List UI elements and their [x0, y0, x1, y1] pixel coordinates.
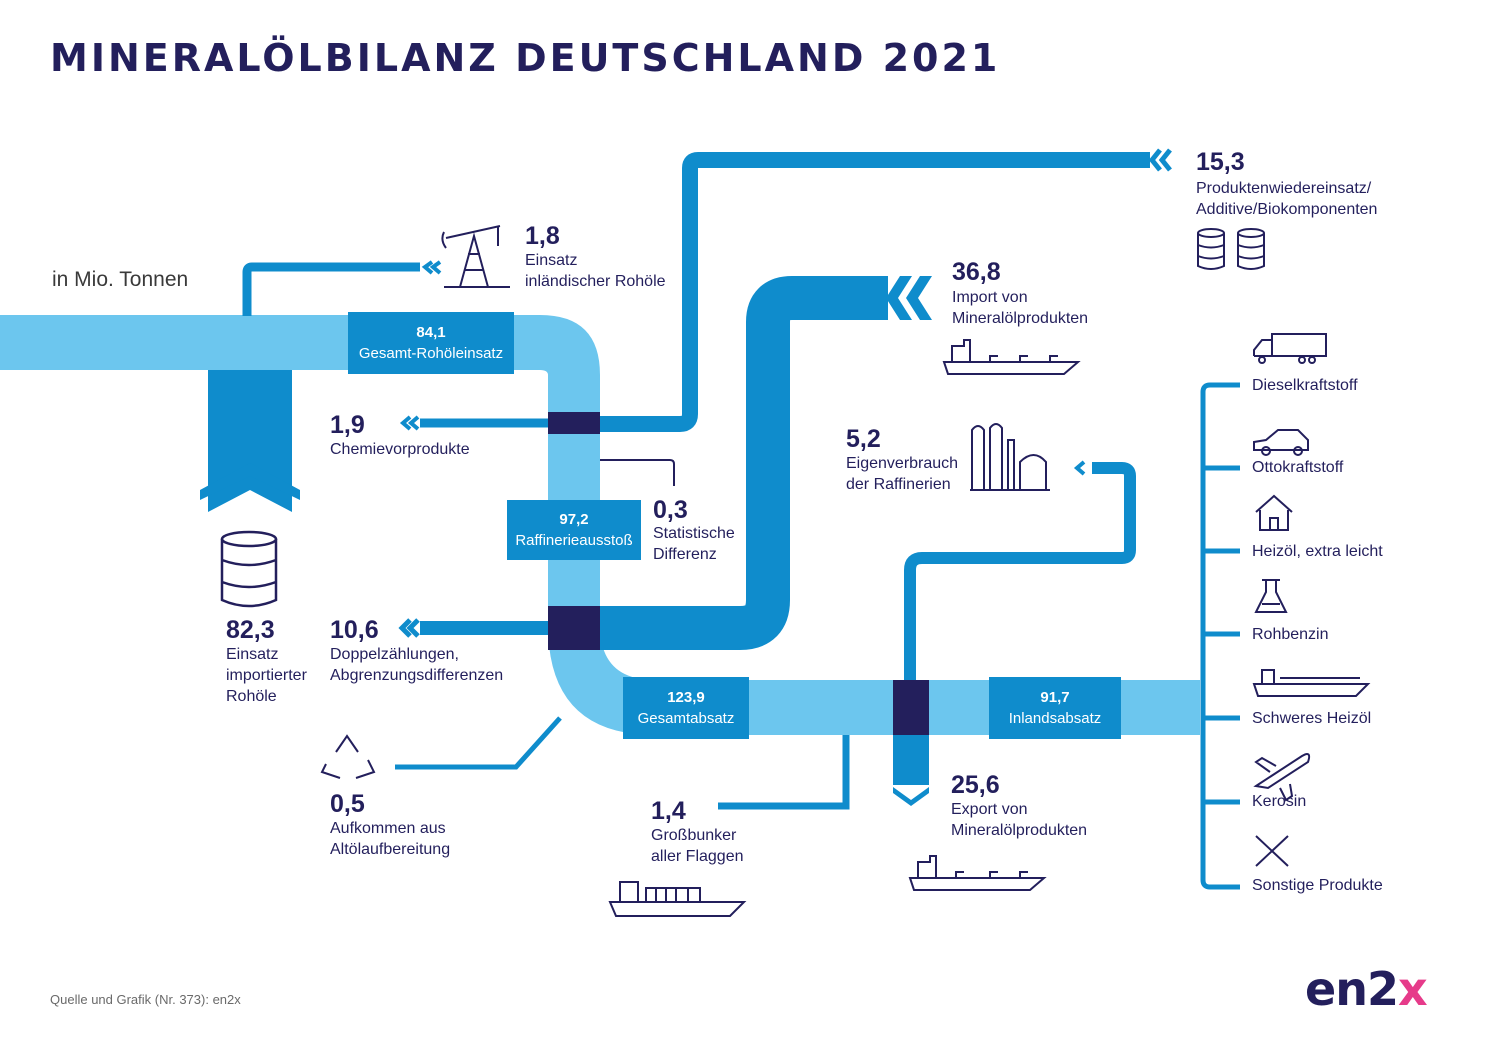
en2x-logo: en2x — [1305, 962, 1428, 1016]
export-arrow — [893, 787, 929, 806]
used-oil-pipe — [395, 716, 562, 770]
used-oil-label: Aufkommen aus Altölaufbereitung — [330, 820, 451, 858]
product-reuse-pipe — [600, 152, 1150, 432]
node-label: Inlandsabsatz — [1008, 710, 1102, 727]
node-raffinerie: 97,2 Raffinerieausstoß — [507, 500, 641, 560]
double-count-arrow — [398, 618, 420, 638]
logo-text: en2 — [1305, 962, 1399, 1016]
tanker-icon — [942, 339, 1081, 375]
source-note: Quelle und Grafik (Nr. 373): en2x — [50, 992, 241, 1007]
node-inlandsabsatz: 91,7 Inlandsabsatz — [989, 677, 1121, 739]
airplane-icon — [1253, 753, 1311, 802]
import-products-arrow — [886, 276, 932, 320]
import-crude-value: 82,3 — [226, 616, 275, 644]
node-label: Raffinerieausstoß — [515, 532, 633, 549]
container-ship-icon — [608, 881, 747, 917]
house-icon — [1255, 494, 1293, 531]
product-item: Rohbenzin — [1252, 626, 1329, 643]
cross-icon — [1255, 835, 1289, 867]
product-item: Schweres Heizöl — [1252, 710, 1372, 727]
node-value: 91,7 — [1040, 689, 1070, 706]
inland-crude-label: Einsatz inländischer Rohöle — [525, 252, 666, 290]
import-products-value: 36,8 — [952, 258, 1001, 286]
product-reuse-value: 15,3 — [1196, 148, 1245, 176]
import-crude-label: Einsatz importierter Rohöle — [226, 646, 307, 705]
stat-diff-value: 0,3 — [653, 496, 688, 524]
bunker-value: 1,4 — [651, 797, 686, 825]
barrels-icon — [1197, 228, 1265, 270]
inland-crude-value: 1,8 — [525, 222, 560, 250]
product-item: Ottokraftstoff — [1252, 459, 1344, 476]
import-crude-flow — [208, 370, 292, 512]
junction-1 — [548, 412, 600, 434]
node-value: 84,1 — [416, 324, 446, 341]
flask-icon — [1254, 579, 1288, 613]
product-tanker-icon — [1252, 669, 1371, 697]
double-count-label: Doppelzählungen, Abgrenzungsdifferenzen — [330, 646, 504, 684]
logo-accent: x — [1397, 962, 1428, 1016]
node-label: Gesamt-Rohöleinsatz — [358, 345, 504, 362]
inland-crude-pipe — [242, 262, 420, 316]
stat-diff-pipe — [600, 459, 675, 486]
node-value: 97,2 — [559, 511, 589, 528]
export-flow — [893, 735, 929, 785]
export-label: Export von Mineralölprodukten — [951, 801, 1088, 839]
chemie-value: 1,9 — [330, 411, 365, 439]
junction-3 — [893, 680, 929, 735]
node-gesamtabsatz: 123,9 Gesamtabsatz — [623, 677, 749, 739]
import-products-label: Import von Mineralölprodukten — [952, 289, 1089, 327]
own-use-pipe — [904, 462, 1136, 680]
export-value: 25,6 — [951, 771, 1000, 799]
product-item: Heizöl, extra leicht — [1252, 543, 1383, 560]
own-use-value: 5,2 — [846, 425, 881, 453]
distribution-ticks — [1203, 465, 1240, 805]
unit-label: in Mio. Tonnen — [52, 268, 189, 291]
page-title: MINERALÖLBILANZ DEUTSCHLAND 2021 — [50, 36, 1001, 80]
used-oil-value: 0,5 — [330, 790, 365, 818]
chemie-arrow — [399, 415, 420, 431]
car-icon — [1253, 429, 1309, 456]
truck-icon — [1253, 333, 1327, 364]
node-label: Gesamtabsatz — [637, 710, 735, 727]
inland-crude-arrow — [421, 260, 442, 275]
import-products-pipe — [600, 276, 888, 650]
own-use-arrow — [1073, 460, 1086, 476]
product-item: Sonstige Produkte — [1252, 877, 1383, 894]
chemie-label: Chemievorprodukte — [330, 441, 470, 458]
export-ship-icon — [908, 855, 1047, 891]
stat-diff-label: Statistische Differenz — [653, 525, 735, 563]
product-reuse-label: Produktenwiedereinsatz/ Additive/Biokomp… — [1196, 180, 1378, 218]
oil-pump-icon — [441, 225, 510, 288]
product-item: Dieselkraftstoff — [1252, 377, 1358, 394]
double-count-value: 10,6 — [330, 616, 379, 644]
product-reuse-arrow — [1148, 148, 1172, 172]
import-crude-arrow — [200, 463, 300, 500]
barrel-icon — [220, 530, 278, 608]
own-use-label: Eigenverbrauch der Raffinerien — [846, 455, 959, 493]
refinery-icon — [970, 423, 1050, 491]
product-item: Kerosin — [1252, 793, 1307, 810]
junction-2 — [548, 606, 600, 650]
recycle-icon — [320, 734, 376, 779]
bunker-pipe — [718, 735, 850, 810]
node-value: 123,9 — [667, 689, 705, 706]
node-gesamt-rohoel: 84,1 Gesamt-Rohöleinsatz — [348, 312, 514, 374]
bunker-label: Großbunker aller Flaggen — [651, 827, 744, 865]
